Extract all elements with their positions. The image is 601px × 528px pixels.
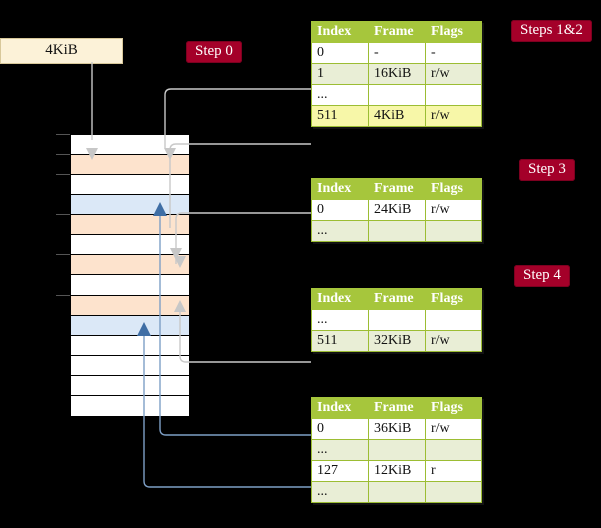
memory-frame-11 — [71, 355, 189, 376]
memory-frame-12 — [71, 375, 189, 396]
column-header-index: Index — [311, 288, 369, 310]
badge-step-3-label: Step 3 — [528, 161, 566, 177]
memory-tick-4 — [56, 214, 70, 216]
cell-frm: 4KiB — [368, 105, 426, 127]
memory-frame-2 — [71, 175, 189, 196]
badge-step-0-label: Step 0 — [195, 43, 233, 59]
memory-frame-6 — [71, 255, 189, 276]
badge-step-4-label: Step 4 — [523, 267, 561, 283]
cell-frm — [368, 481, 426, 503]
column-header-index: Index — [311, 21, 369, 43]
memory-frame-9 — [71, 315, 189, 336]
memory-frame-4 — [71, 215, 189, 236]
cell-idx: 0 — [311, 418, 369, 440]
cell-frm: 32KiB — [368, 330, 426, 352]
memory-frame-13 — [71, 395, 189, 416]
memory-frame-7 — [71, 275, 189, 296]
table-row[interactable]: ... — [311, 439, 482, 461]
cell-flg — [425, 84, 482, 106]
memory-tick-0 — [56, 134, 70, 135]
cell-flg — [425, 439, 482, 461]
memory-tick-8 — [56, 294, 70, 296]
cell-idx: ... — [311, 220, 369, 242]
cell-frm — [368, 439, 426, 461]
virtual-page-label: 4KiB — [45, 42, 78, 58]
column-header-flags: Flags — [425, 178, 482, 200]
cell-flg — [425, 309, 482, 331]
cell-frm — [368, 220, 426, 242]
cell-frm — [368, 309, 426, 331]
cell-idx: ... — [311, 481, 369, 503]
physical-memory-column — [70, 134, 190, 416]
cell-idx: 511 — [311, 330, 369, 352]
cell-frm: - — [368, 42, 426, 64]
badge-step-4: Step 4 — [514, 265, 570, 287]
cell-idx: 511 — [311, 105, 369, 127]
cell-frm: 36KiB — [368, 418, 426, 440]
memory-tick-6 — [56, 254, 70, 256]
cell-idx: ... — [311, 439, 369, 461]
memory-frame-8 — [71, 295, 189, 316]
memory-frame-0 — [71, 135, 189, 156]
memory-frame-10 — [71, 335, 189, 356]
column-header-index: Index — [311, 397, 369, 419]
badge-step-3: Step 3 — [519, 159, 575, 181]
table-row[interactable]: ... — [311, 84, 482, 106]
cell-idx: 0 — [311, 199, 369, 221]
memory-tick-2 — [56, 174, 70, 176]
cell-flg: r/w — [425, 418, 482, 440]
column-header-frame: Frame — [368, 21, 426, 43]
cell-flg: r/w — [425, 199, 482, 221]
column-header-frame: Frame — [368, 178, 426, 200]
table-row[interactable]: ... — [311, 481, 482, 503]
cell-frm — [368, 84, 426, 106]
cell-idx: 1 — [311, 63, 369, 85]
cell-flg: r — [425, 460, 482, 482]
cell-frm: 16KiB — [368, 63, 426, 85]
cell-idx: ... — [311, 309, 369, 331]
cell-frm: 24KiB — [368, 199, 426, 221]
column-header-flags: Flags — [425, 21, 482, 43]
cell-idx: ... — [311, 84, 369, 106]
cell-flg: r/w — [425, 330, 482, 352]
badge-steps-1-2: Steps 1&2 — [511, 20, 592, 42]
table-row[interactable]: ... — [311, 220, 482, 242]
memory-frame-5 — [71, 235, 189, 256]
cell-idx: 127 — [311, 460, 369, 482]
badge-steps-1-2-label: Steps 1&2 — [520, 22, 583, 38]
column-header-flags: Flags — [425, 288, 482, 310]
memory-frame-1 — [71, 155, 189, 176]
cell-flg: r/w — [425, 63, 482, 85]
table-row[interactable]: 0-- — [311, 42, 482, 64]
column-header-flags: Flags — [425, 397, 482, 419]
cell-idx: 0 — [311, 42, 369, 64]
memory-frame-3 — [71, 195, 189, 216]
cell-flg: r/w — [425, 105, 482, 127]
memory-tick-1 — [56, 154, 70, 156]
table-row[interactable]: ... — [311, 309, 482, 331]
cell-flg: - — [425, 42, 482, 64]
column-header-frame: Frame — [368, 397, 426, 419]
badge-step-0: Step 0 — [186, 41, 242, 63]
virtual-page-box: 4KiB — [0, 38, 123, 64]
cell-flg — [425, 481, 482, 503]
column-header-frame: Frame — [368, 288, 426, 310]
column-header-index: Index — [311, 178, 369, 200]
cell-frm: 12KiB — [368, 460, 426, 482]
cell-flg — [425, 220, 482, 242]
